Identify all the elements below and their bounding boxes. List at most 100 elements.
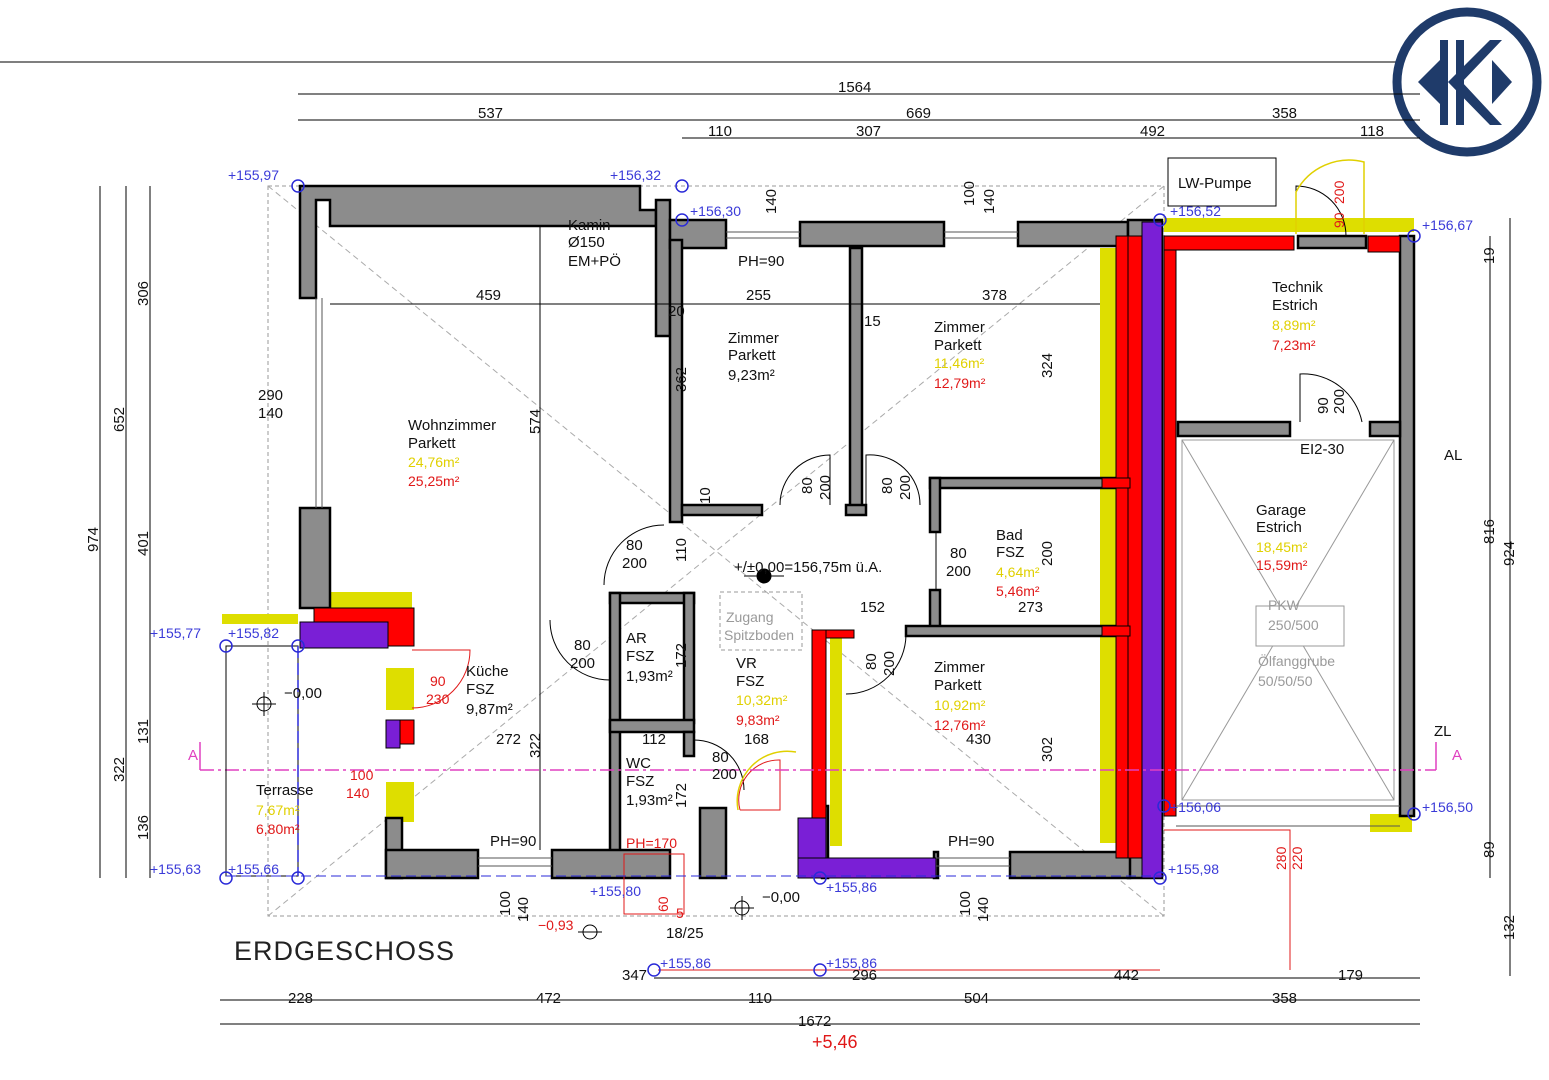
svg-text:80: 80 — [863, 653, 880, 670]
kamin-type: EM+PÖ — [568, 252, 621, 270]
svg-text:10: 10 — [697, 487, 714, 504]
svg-text:100: 100 — [350, 767, 374, 783]
svg-text:Parkett: Parkett — [408, 435, 456, 452]
svg-text:80: 80 — [879, 477, 896, 494]
svg-text:FSZ: FSZ — [626, 773, 654, 790]
walls — [298, 184, 1416, 880]
violet-walls — [299, 221, 1163, 879]
svg-text:90: 90 — [1315, 397, 1332, 414]
oel-label: Ölfanggrube — [1258, 652, 1335, 669]
ph-label-1: PH=90 — [738, 253, 784, 270]
svg-text:4,64m²: 4,64m² — [996, 564, 1040, 580]
dims-inner: 459 255 378 290 140 362 324 574 20 15 10… — [258, 180, 1348, 922]
kk-monogram-logo — [1392, 7, 1542, 157]
ph-label-3: PH=90 — [948, 833, 994, 850]
svg-text:100: 100 — [497, 891, 514, 916]
svg-text:296: 296 — [852, 967, 877, 984]
door-swings-red — [411, 649, 1291, 971]
svg-text:80: 80 — [950, 545, 967, 562]
svg-text:200: 200 — [1331, 180, 1347, 204]
fire-walls — [313, 235, 1401, 859]
room-ar: AR FSZ 1,93m² — [626, 630, 673, 685]
svg-text:90: 90 — [1331, 212, 1347, 228]
svg-text:324: 324 — [1039, 353, 1056, 378]
svg-text:179: 179 — [1338, 967, 1363, 984]
room-garage: Garage Estrich 18,45m² 15,59m² — [1256, 502, 1308, 573]
entry-height: −0,00 — [762, 889, 800, 906]
svg-text:378: 378 — [982, 287, 1007, 304]
svg-text:Estrich: Estrich — [1272, 297, 1318, 314]
svg-text:537: 537 — [478, 105, 503, 122]
al-marker: AL — [1444, 447, 1462, 464]
diag-2 — [267, 185, 1165, 917]
svg-text:100: 100 — [957, 891, 974, 916]
svg-text:80: 80 — [574, 637, 591, 654]
svg-text:200: 200 — [897, 475, 914, 500]
svg-text:90: 90 — [430, 673, 446, 689]
svg-text:307: 307 — [856, 123, 881, 140]
dims-left: 974 652 306 401 322 131 136 — [85, 281, 152, 840]
lw-pumpe-label: LW-Pumpe — [1178, 175, 1252, 192]
svg-text:442: 442 — [1114, 967, 1139, 984]
svg-text:574: 574 — [527, 409, 544, 434]
svg-text:110: 110 — [748, 990, 772, 1007]
room-terrasse: Terrasse 7,67m² 6,80m² — [256, 782, 314, 837]
room-zimmer-3: Zimmer Parkett 10,92m² 12,76m² — [934, 659, 986, 733]
svg-text:472: 472 — [536, 990, 561, 1007]
svg-text:974: 974 — [85, 527, 102, 552]
steps-count: 5 — [676, 905, 684, 921]
svg-text:322: 322 — [111, 757, 128, 782]
svg-text:200: 200 — [881, 651, 898, 676]
svg-text:9,87m²: 9,87m² — [466, 701, 513, 718]
svg-text:306: 306 — [135, 281, 152, 306]
svg-text:Zimmer: Zimmer — [934, 319, 985, 336]
svg-text:110: 110 — [708, 123, 732, 140]
svg-text:Zimmer: Zimmer — [728, 330, 779, 347]
svg-text:+156,06: +156,06 — [1170, 799, 1221, 815]
height-symbols — [252, 568, 784, 940]
svg-text:+156,67: +156,67 — [1422, 217, 1473, 233]
svg-text:132: 132 — [1501, 915, 1518, 940]
svg-text:WC: WC — [626, 755, 651, 772]
svg-text:1,93m²: 1,93m² — [626, 668, 673, 685]
svg-text:110: 110 — [673, 538, 690, 562]
garage-outline — [1181, 439, 1395, 801]
svg-text:200: 200 — [570, 655, 595, 672]
lw-pumpe-box: LW-Pumpe — [1167, 157, 1277, 207]
windows — [315, 231, 1400, 867]
svg-text:924: 924 — [1501, 541, 1518, 566]
room-zimmer-1: Zimmer Parkett 9,23m² — [728, 330, 779, 384]
oel-size: 50/50/50 — [1258, 673, 1313, 689]
svg-text:140: 140 — [981, 189, 998, 214]
svg-text:19: 19 — [1481, 247, 1498, 264]
svg-text:302: 302 — [1039, 737, 1056, 762]
svg-text:200: 200 — [817, 475, 834, 500]
svg-text:6,80m²: 6,80m² — [256, 821, 300, 837]
svg-text:Parkett: Parkett — [934, 677, 982, 694]
svg-text:20: 20 — [668, 303, 685, 320]
terrace-height: −0,00 — [284, 685, 322, 702]
svg-text:200: 200 — [712, 766, 737, 783]
diag-1 — [267, 185, 1165, 917]
zugang-label: Zugang — [726, 609, 773, 625]
plan-title: ERDGESCHOSS — [234, 936, 455, 966]
svg-text:131: 131 — [135, 719, 152, 744]
svg-text:140: 140 — [346, 785, 370, 801]
svg-text:290: 290 — [258, 387, 283, 404]
svg-text:80: 80 — [626, 537, 643, 554]
section-marker-right: A — [1452, 747, 1462, 764]
svg-text:9,23m²: 9,23m² — [728, 367, 775, 384]
svg-text:230: 230 — [426, 691, 450, 707]
svg-text:Parkett: Parkett — [728, 347, 776, 364]
origin-level: +/±0,00=156,75m ü.A. — [734, 559, 882, 576]
svg-text:152: 152 — [860, 599, 885, 616]
top-level: +5,46 — [812, 1032, 858, 1052]
svg-text:15: 15 — [864, 313, 881, 330]
spitzboden-label: Spitzboden — [724, 627, 794, 643]
svg-text:272: 272 — [496, 731, 521, 748]
svg-text:255: 255 — [746, 287, 771, 304]
svg-text:89: 89 — [1481, 841, 1498, 858]
svg-text:362: 362 — [673, 367, 690, 392]
svg-text:+155,86: +155,86 — [826, 955, 877, 971]
